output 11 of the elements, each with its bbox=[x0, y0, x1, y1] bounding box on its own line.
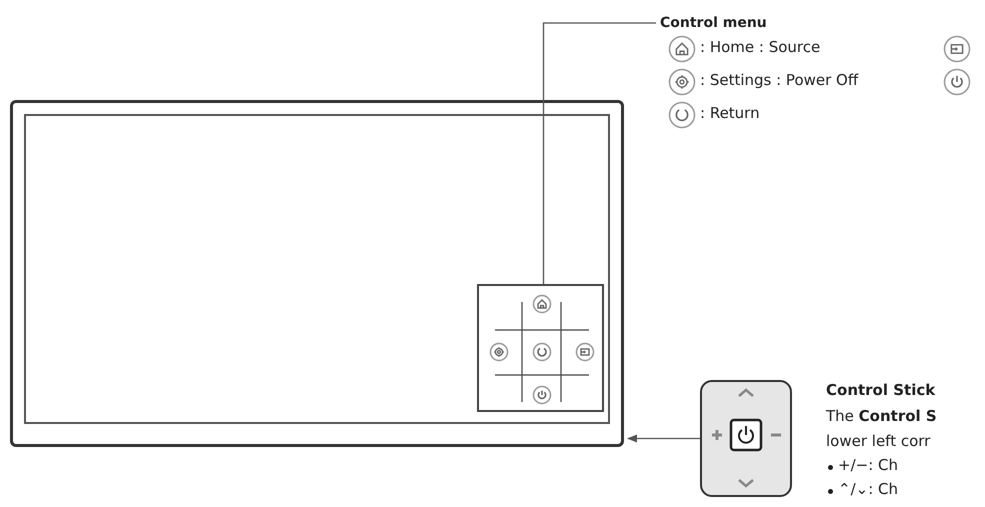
description-text: The Control S bbox=[826, 407, 937, 425]
description-text: ⌃/⌄: Ch bbox=[838, 480, 898, 498]
heading: Control menu bbox=[660, 12, 770, 34]
description-text: lower left corr bbox=[826, 432, 930, 450]
description-text: +/−: Ch bbox=[838, 456, 898, 474]
description-text: : Return bbox=[700, 104, 760, 122]
description-text: : Settings : Power Off bbox=[700, 71, 858, 89]
description-text: : Home : Source bbox=[700, 38, 820, 56]
arrow bbox=[627, 434, 700, 442]
heading: Control Stick bbox=[826, 381, 936, 399]
leader-line bbox=[542, 22, 656, 284]
